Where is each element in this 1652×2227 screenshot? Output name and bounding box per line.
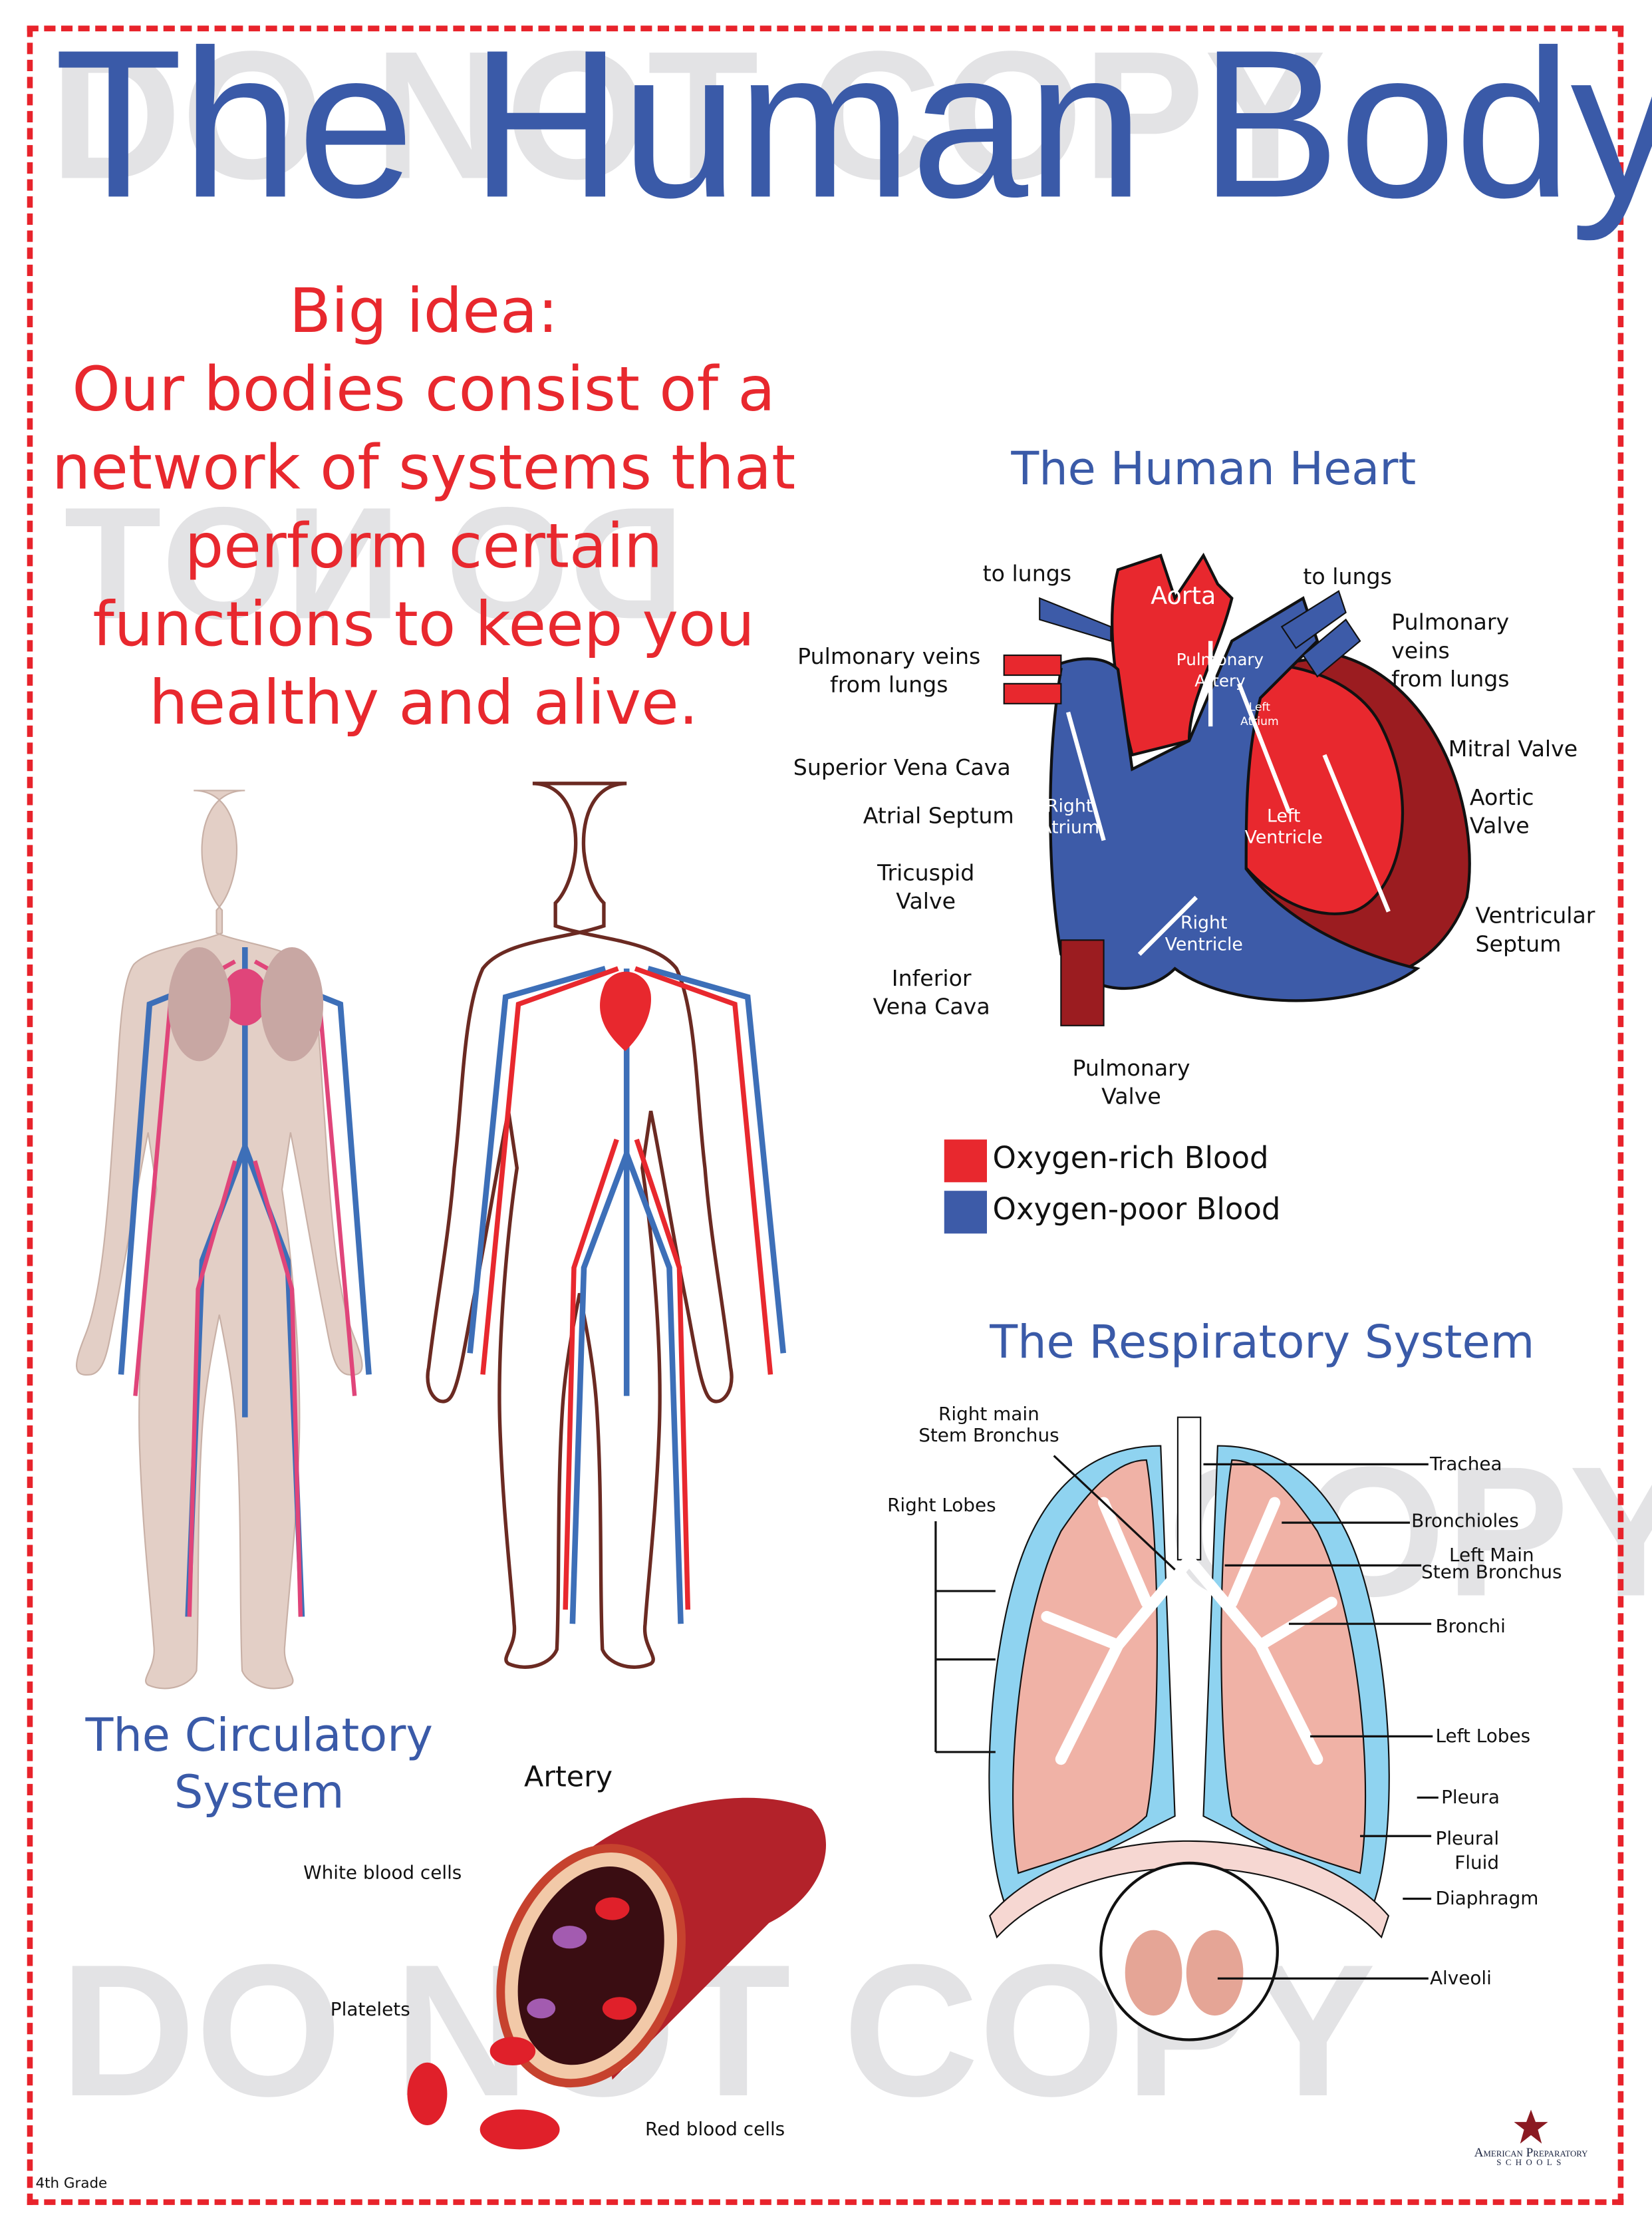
circulatory-outline-illustration bbox=[426, 782, 787, 1669]
label-pleura: Pleura bbox=[1441, 1787, 1500, 1809]
heart-diagram bbox=[1003, 552, 1471, 1026]
heart-title: The Human Heart bbox=[1011, 441, 1417, 496]
big-idea-heading: Big idea: bbox=[289, 276, 559, 348]
dashed-border bbox=[27, 25, 1624, 2205]
label-inferior-vena-cava: Inferior Vena Cava bbox=[873, 965, 990, 1020]
label-left-atrium: Left Atrium bbox=[1240, 700, 1279, 728]
label-pleural-fluid: Pleural Fluid bbox=[1435, 1829, 1500, 1875]
legend-swatch-oxygen-rich bbox=[944, 1139, 987, 1183]
label-pulmonary-artery: Pulmonary Artery bbox=[1176, 649, 1264, 691]
label-left-ventricle: Left Ventricle bbox=[1244, 804, 1323, 848]
label-aortic-valve: Aortic Valve bbox=[1469, 784, 1534, 839]
label-diaphragm: Diaphragm bbox=[1435, 1888, 1539, 1910]
label-pulmonary-veins-right: Pulmonary veins from lungs bbox=[1391, 609, 1510, 692]
circulatory-title: The Circulatory System bbox=[85, 1707, 433, 1819]
label-alveoli: Alveoli bbox=[1429, 1968, 1492, 1990]
label-left-lobes: Left Lobes bbox=[1435, 1726, 1531, 1748]
big-idea: Big idea: Our bodies consist of a networ… bbox=[43, 273, 805, 744]
label-to-lungs-left: to lungs bbox=[982, 561, 1072, 587]
legend-oxygen-rich: Oxygen-rich Blood bbox=[992, 1141, 1269, 1175]
respiratory-title: The Respiratory System bbox=[990, 1314, 1535, 1369]
lungs-diagram bbox=[988, 1416, 1390, 2041]
artery-title: Artery bbox=[524, 1759, 613, 1794]
label-platelets: Platelets bbox=[330, 2000, 410, 2021]
legend-swatch-oxygen-poor bbox=[944, 1191, 987, 1234]
body-anatomy-illustration bbox=[76, 790, 372, 1690]
label-aorta: Aorta bbox=[1151, 582, 1216, 611]
label-superior-vena-cava: Superior Vena Cava bbox=[793, 754, 1011, 781]
label-atrial-septum: Atrial Septum bbox=[863, 803, 1014, 829]
label-tricuspid-valve: Tricuspid Valve bbox=[877, 860, 975, 915]
label-bronchi: Bronchi bbox=[1435, 1616, 1506, 1638]
label-trachea: Trachea bbox=[1429, 1454, 1502, 1476]
label-red-blood-cells: Red blood cells bbox=[645, 2119, 785, 2141]
label-bronchioles: Bronchioles bbox=[1411, 1511, 1519, 1533]
logo-name: American Preparatory bbox=[1474, 2145, 1588, 2160]
page-title: The Human Body bbox=[54, 7, 1652, 243]
logo-sub: SCHOOLS bbox=[1496, 2159, 1566, 2168]
label-pulmonary-valve: Pulmonary Valve bbox=[1072, 1055, 1190, 1110]
label-mitral-valve: Mitral Valve bbox=[1448, 736, 1578, 762]
star-icon bbox=[1514, 2109, 1548, 2144]
label-right-atrium: Right Atrium bbox=[1039, 794, 1100, 838]
label-left-main-stem-bronchus: Left Main Stem Bronchus bbox=[1421, 1545, 1562, 1584]
label-white-blood-cells: White blood cells bbox=[303, 1862, 462, 1885]
label-to-lungs-right: to lungs bbox=[1303, 563, 1392, 590]
legend-oxygen-poor: Oxygen-poor Blood bbox=[992, 1192, 1281, 1227]
school-logo: American Preparatory SCHOOLS bbox=[1446, 2108, 1617, 2168]
label-pulmonary-veins-left: Pulmonary veins from lungs bbox=[797, 643, 981, 698]
label-right-ventricle: Right Ventricle bbox=[1165, 911, 1243, 955]
label-ventricular-septum: Ventricular Septum bbox=[1475, 903, 1595, 958]
label-right-lobes: Right Lobes bbox=[887, 1495, 996, 1517]
big-idea-text: Our bodies consist of a network of syste… bbox=[51, 355, 796, 740]
watermark-top: DO NOT COPY bbox=[49, 14, 1326, 218]
label-right-main-stem-bronchus: Right main Stem Bronchus bbox=[918, 1404, 1059, 1447]
artery-illustration bbox=[407, 1797, 827, 2150]
grade-label: 4th Grade bbox=[35, 2176, 108, 2192]
